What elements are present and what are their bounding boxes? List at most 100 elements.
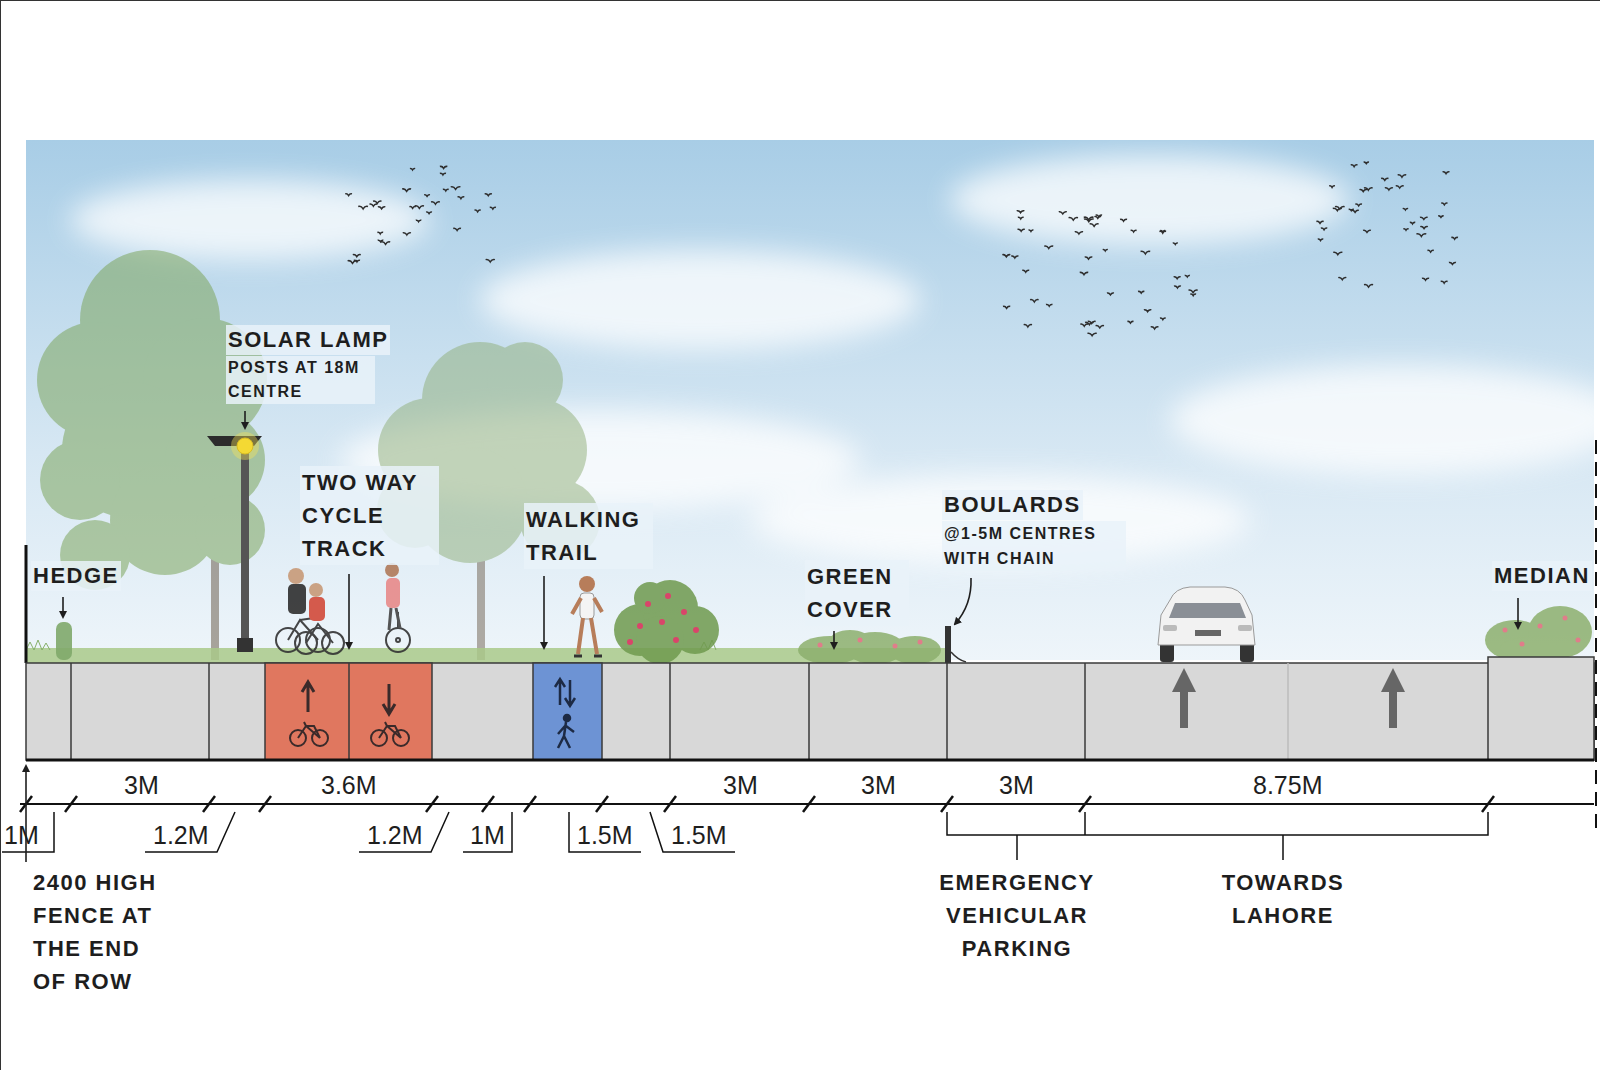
- birds: [378, 207, 386, 209]
- ground-band: [71, 663, 1288, 760]
- cycle-lane-symbol: [290, 682, 409, 746]
- runner: [580, 593, 594, 619]
- dimension-label: 3M: [723, 771, 758, 799]
- part-label: TWO WAY CYCLE TRACK: [300, 466, 439, 565]
- ground-band: [669, 663, 671, 760]
- birds: [453, 228, 461, 230]
- birds: [440, 166, 447, 168]
- birds: [1359, 189, 1367, 191]
- birds: [486, 259, 495, 262]
- note-label: POSTS AT 18M CENTRE: [226, 356, 375, 404]
- fence-post: [25, 545, 28, 663]
- birds: [1174, 286, 1181, 288]
- birds: [1410, 222, 1415, 223]
- ground-band: [26, 663, 1594, 760]
- birds: [1144, 310, 1152, 312]
- birds: [1075, 232, 1083, 234]
- birds: [1396, 186, 1404, 188]
- group-label: EMERGENCY VEHICULAR PARKING: [922, 866, 1112, 965]
- birds: [369, 204, 377, 206]
- bollard: [945, 626, 966, 663]
- dimension-label: 1M: [4, 821, 39, 849]
- runner: [572, 576, 602, 656]
- birds: [1438, 216, 1443, 217]
- car: [1195, 630, 1221, 636]
- ground-band: [26, 759, 1594, 762]
- birds: [381, 242, 390, 245]
- dimension-label: 1.5M: [577, 821, 633, 849]
- ground-band: [1488, 657, 1594, 760]
- birds: [1024, 325, 1032, 327]
- cyclists: [309, 583, 323, 597]
- median-bush: [1576, 638, 1581, 643]
- birds: [345, 162, 1458, 336]
- leader-line: [1517, 598, 1519, 628]
- cycle-lane-symbol: [298, 722, 320, 738]
- birds: [1084, 217, 1094, 220]
- birds: [1355, 204, 1362, 206]
- birds: [1018, 217, 1024, 219]
- birds: [1451, 237, 1458, 239]
- walking-symbol: [558, 722, 574, 748]
- dimension-bracket: [2, 812, 54, 852]
- birds: [1044, 246, 1053, 248]
- ground-band: [348, 663, 350, 760]
- traffic-arrow: [1381, 668, 1405, 728]
- frame-line: [0, 0, 1600, 1]
- cyclists: [386, 578, 400, 608]
- tree: [40, 440, 120, 520]
- green-cover: [830, 630, 870, 650]
- birds: [1003, 306, 1010, 308]
- birds: [1087, 333, 1096, 336]
- group-bracket: [947, 812, 1488, 860]
- flower-bush: [693, 627, 699, 633]
- birds: [1107, 293, 1114, 295]
- dimension-bracket: [2, 812, 735, 852]
- birds: [1085, 257, 1093, 259]
- birds: [1349, 209, 1354, 210]
- birds: [1173, 243, 1178, 244]
- traffic-arrow: [1172, 668, 1405, 728]
- note-label: @1-5M CENTRES WITH CHAIN: [942, 521, 1126, 571]
- part-label: WALKING TRAIL: [524, 503, 653, 569]
- birds: [458, 197, 465, 199]
- birds: [485, 194, 492, 196]
- clouds: [1170, 365, 1600, 475]
- birds: [1022, 270, 1029, 272]
- ground-band: [265, 663, 432, 760]
- birds: [1017, 211, 1025, 213]
- dimension-label: 3M: [999, 771, 1034, 799]
- green-cover: [858, 638, 863, 643]
- birds: [1335, 206, 1345, 209]
- birds: [1422, 278, 1429, 280]
- birds: [424, 195, 430, 197]
- birds: [1127, 321, 1133, 323]
- birds: [1364, 285, 1373, 287]
- birds: [1002, 255, 1010, 257]
- flower-bush: [665, 593, 671, 599]
- green-cover: [818, 643, 823, 648]
- green-cover: [918, 640, 923, 645]
- birds: [443, 189, 449, 191]
- car: [1163, 625, 1177, 631]
- median-bush: [1520, 642, 1525, 647]
- ground-band: [808, 663, 810, 760]
- birds: [1090, 224, 1099, 226]
- birds: [1030, 300, 1038, 302]
- dimension-label: 3M: [124, 771, 159, 799]
- ground-band: [533, 663, 602, 760]
- birds: [1174, 277, 1181, 279]
- birds: [410, 168, 415, 169]
- dimension-label: 1.5M: [671, 821, 727, 849]
- walking-symbol: [565, 680, 575, 706]
- car: [1158, 587, 1255, 662]
- dimension-bracket: [145, 812, 235, 852]
- cycle-lane-symbol: [379, 722, 401, 738]
- dimension-label: 1.2M: [367, 821, 423, 849]
- flower-bush: [627, 639, 633, 645]
- cyclists: [309, 597, 325, 621]
- note-label: 2400 HIGH FENCE AT THE END OF ROW: [33, 866, 168, 998]
- birds: [1189, 290, 1198, 292]
- ground-band: [1287, 663, 1289, 760]
